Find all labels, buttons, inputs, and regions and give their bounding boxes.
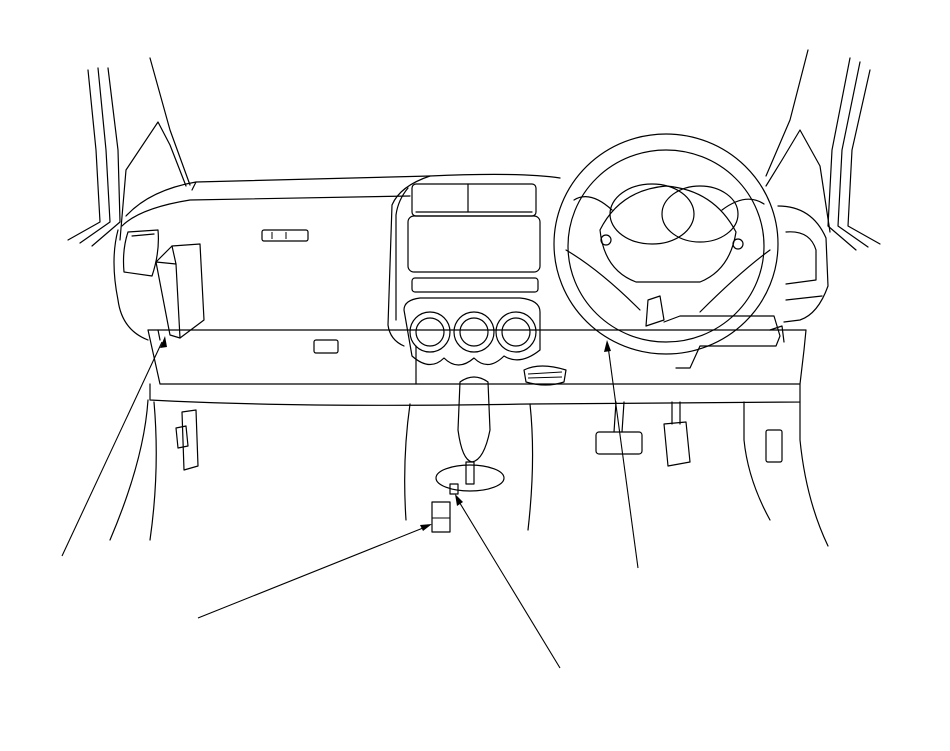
brake-pedal: [595, 401, 643, 455]
lower-dashboard: [147, 329, 807, 406]
steering-wheel: [553, 133, 779, 355]
steering-column-switch: [645, 295, 665, 327]
floor-console-connector: [431, 501, 451, 533]
callout-lines: [61, 336, 639, 669]
instrument-cluster: [663, 205, 829, 369]
dashboard-upper: [113, 173, 561, 347]
right-kick-panel-plug: [765, 429, 783, 463]
glovebox-latch: [313, 339, 339, 354]
hvac-knobs: [409, 311, 537, 353]
callout-console-box: [197, 525, 429, 619]
right-kick-panel: [743, 401, 829, 547]
passenger-vent-slot: [261, 229, 309, 242]
hvac-knob-center: [453, 311, 495, 353]
callout-steering-column: [607, 345, 639, 569]
left-lower-kick-panel: [109, 399, 199, 541]
hvac-knob-left: [409, 311, 451, 353]
left-a-pillar: [67, 57, 191, 247]
center-stack: [403, 183, 541, 366]
shift-lever-base-connector: [449, 483, 459, 495]
accelerator-pedal: [663, 401, 691, 467]
center-tunnel: [404, 403, 534, 531]
right-a-pillar: [765, 49, 881, 251]
left-side-vent: [122, 229, 159, 277]
shift-lever: [435, 376, 505, 492]
left-kick-panel-connector: [181, 409, 199, 471]
center-lower-grille: [523, 365, 567, 386]
callout-glovebox-side: [61, 341, 163, 557]
left-kick-panel-component: [155, 243, 205, 339]
hvac-knob-right: [495, 311, 537, 353]
callout-shifter-base: [457, 499, 561, 669]
